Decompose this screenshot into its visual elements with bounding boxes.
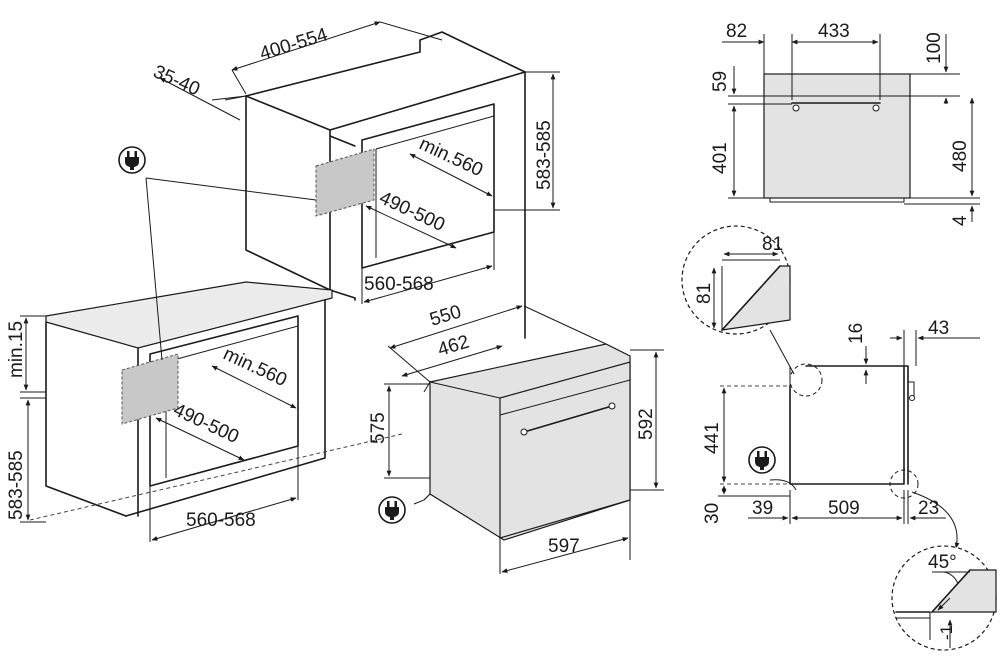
dim-front-100: 100 bbox=[910, 32, 960, 104]
dim-label-oven-front-height: 592 bbox=[636, 408, 657, 440]
dim-label-front-top-width: 433 bbox=[818, 21, 850, 42]
dim-label-side-top-offset: 16 bbox=[846, 323, 867, 344]
dim-label-column-min-depth: min.560 bbox=[416, 133, 486, 181]
dim-label-front-bottom-gap: 4 bbox=[950, 215, 971, 226]
dim-label-column-height: 583-585 bbox=[534, 120, 555, 190]
dim-label-side-rear: 39 bbox=[752, 498, 773, 519]
dim-label-front-top-height: 100 bbox=[924, 32, 945, 64]
dim-side-30: 30 bbox=[702, 485, 790, 524]
socket-area-upper bbox=[315, 148, 375, 217]
dim-lower-min-560: min.560 bbox=[211, 343, 297, 409]
socket-area-lower bbox=[121, 353, 179, 425]
dim-label-detail-b-offset: -1 bbox=[937, 625, 956, 640]
oven-isometric bbox=[413, 343, 631, 541]
dim-upper-560-568: 560-568 bbox=[361, 232, 495, 304]
dim-front-59: 59 bbox=[710, 66, 792, 105]
dim-label-under-opening-height: 490-500 bbox=[170, 399, 242, 448]
dim-front-401: 401 bbox=[710, 105, 764, 199]
dim-upper-490-500: 490-500 bbox=[365, 187, 457, 249]
dim-upper-min-560: min.560 bbox=[409, 133, 493, 197]
dim-side-441: 441 bbox=[702, 387, 727, 483]
dim-under-height: 583-585 bbox=[6, 397, 46, 523]
dim-label-side-body-depth: 509 bbox=[828, 498, 860, 519]
dim-label-detail-a-width: 81 bbox=[762, 234, 783, 255]
dim-label-front-overall-height: 480 bbox=[950, 140, 971, 172]
dim-label-top-gap: 35-40 bbox=[150, 61, 203, 100]
dim-label-side-door-depth: 43 bbox=[928, 318, 949, 339]
dim-side-16: 16 bbox=[846, 323, 880, 384]
dim-side-bottom: 39 509 23 bbox=[748, 490, 946, 524]
dim-oven-597: 597 bbox=[499, 500, 631, 574]
dim-label-under-counter-gap: min.15 bbox=[6, 321, 27, 378]
dim-label-side-base: 30 bbox=[702, 503, 723, 524]
dim-35-40: 35-40 bbox=[150, 61, 247, 121]
dim-front-480: 480 4 bbox=[904, 97, 980, 226]
dim-min-15: min.15 bbox=[6, 315, 46, 393]
detail-circle-a: 81 81 bbox=[681, 225, 795, 375]
dim-label-oven-front-width: 597 bbox=[548, 536, 580, 557]
dim-oven-575: 575 bbox=[368, 383, 430, 479]
dim-label-under-min-depth: min.560 bbox=[220, 343, 290, 391]
plug-icon bbox=[118, 146, 146, 174]
oven-side-view bbox=[720, 363, 919, 499]
dim-label-column-width: 560-568 bbox=[364, 274, 434, 295]
dim-column-height: 583-585 bbox=[494, 71, 560, 211]
dim-label-oven-body-height: 575 bbox=[368, 412, 389, 444]
dim-label-detail-a-height: 81 bbox=[694, 283, 715, 304]
dim-label-top-depth: 400-554 bbox=[257, 24, 330, 65]
dim-label-column-opening-height: 490-500 bbox=[376, 187, 448, 236]
dim-front-top: 82 433 bbox=[722, 21, 881, 100]
dim-oven-592: 592 bbox=[630, 349, 664, 491]
dim-label-front-left-offset: 82 bbox=[726, 21, 747, 42]
oven-front-view bbox=[763, 73, 911, 203]
plug-leader-lines bbox=[29, 177, 403, 521]
dim-label-detail-b-angle: 45° bbox=[928, 552, 957, 573]
dim-label-front-cavity-height: 401 bbox=[710, 142, 731, 174]
dim-400-554: 400-554 bbox=[231, 21, 443, 95]
dim-label-side-front-gap: 23 bbox=[918, 498, 939, 519]
plug-icon bbox=[748, 446, 776, 474]
plug-icon bbox=[378, 496, 406, 524]
under-counter-cabinet bbox=[45, 281, 333, 517]
dim-side-43: 43 bbox=[890, 318, 980, 366]
dim-label-side-height: 441 bbox=[702, 422, 723, 454]
dim-lower-560-568: 560-568 bbox=[149, 446, 299, 542]
detail-circle-b: 45° -1 bbox=[891, 545, 997, 651]
dim-label-front-panel-height: 59 bbox=[710, 71, 731, 92]
column-cabinet bbox=[224, 31, 526, 339]
dim-label-under-height: 583-585 bbox=[6, 450, 27, 520]
dim-label-under-width: 560-568 bbox=[186, 510, 256, 531]
